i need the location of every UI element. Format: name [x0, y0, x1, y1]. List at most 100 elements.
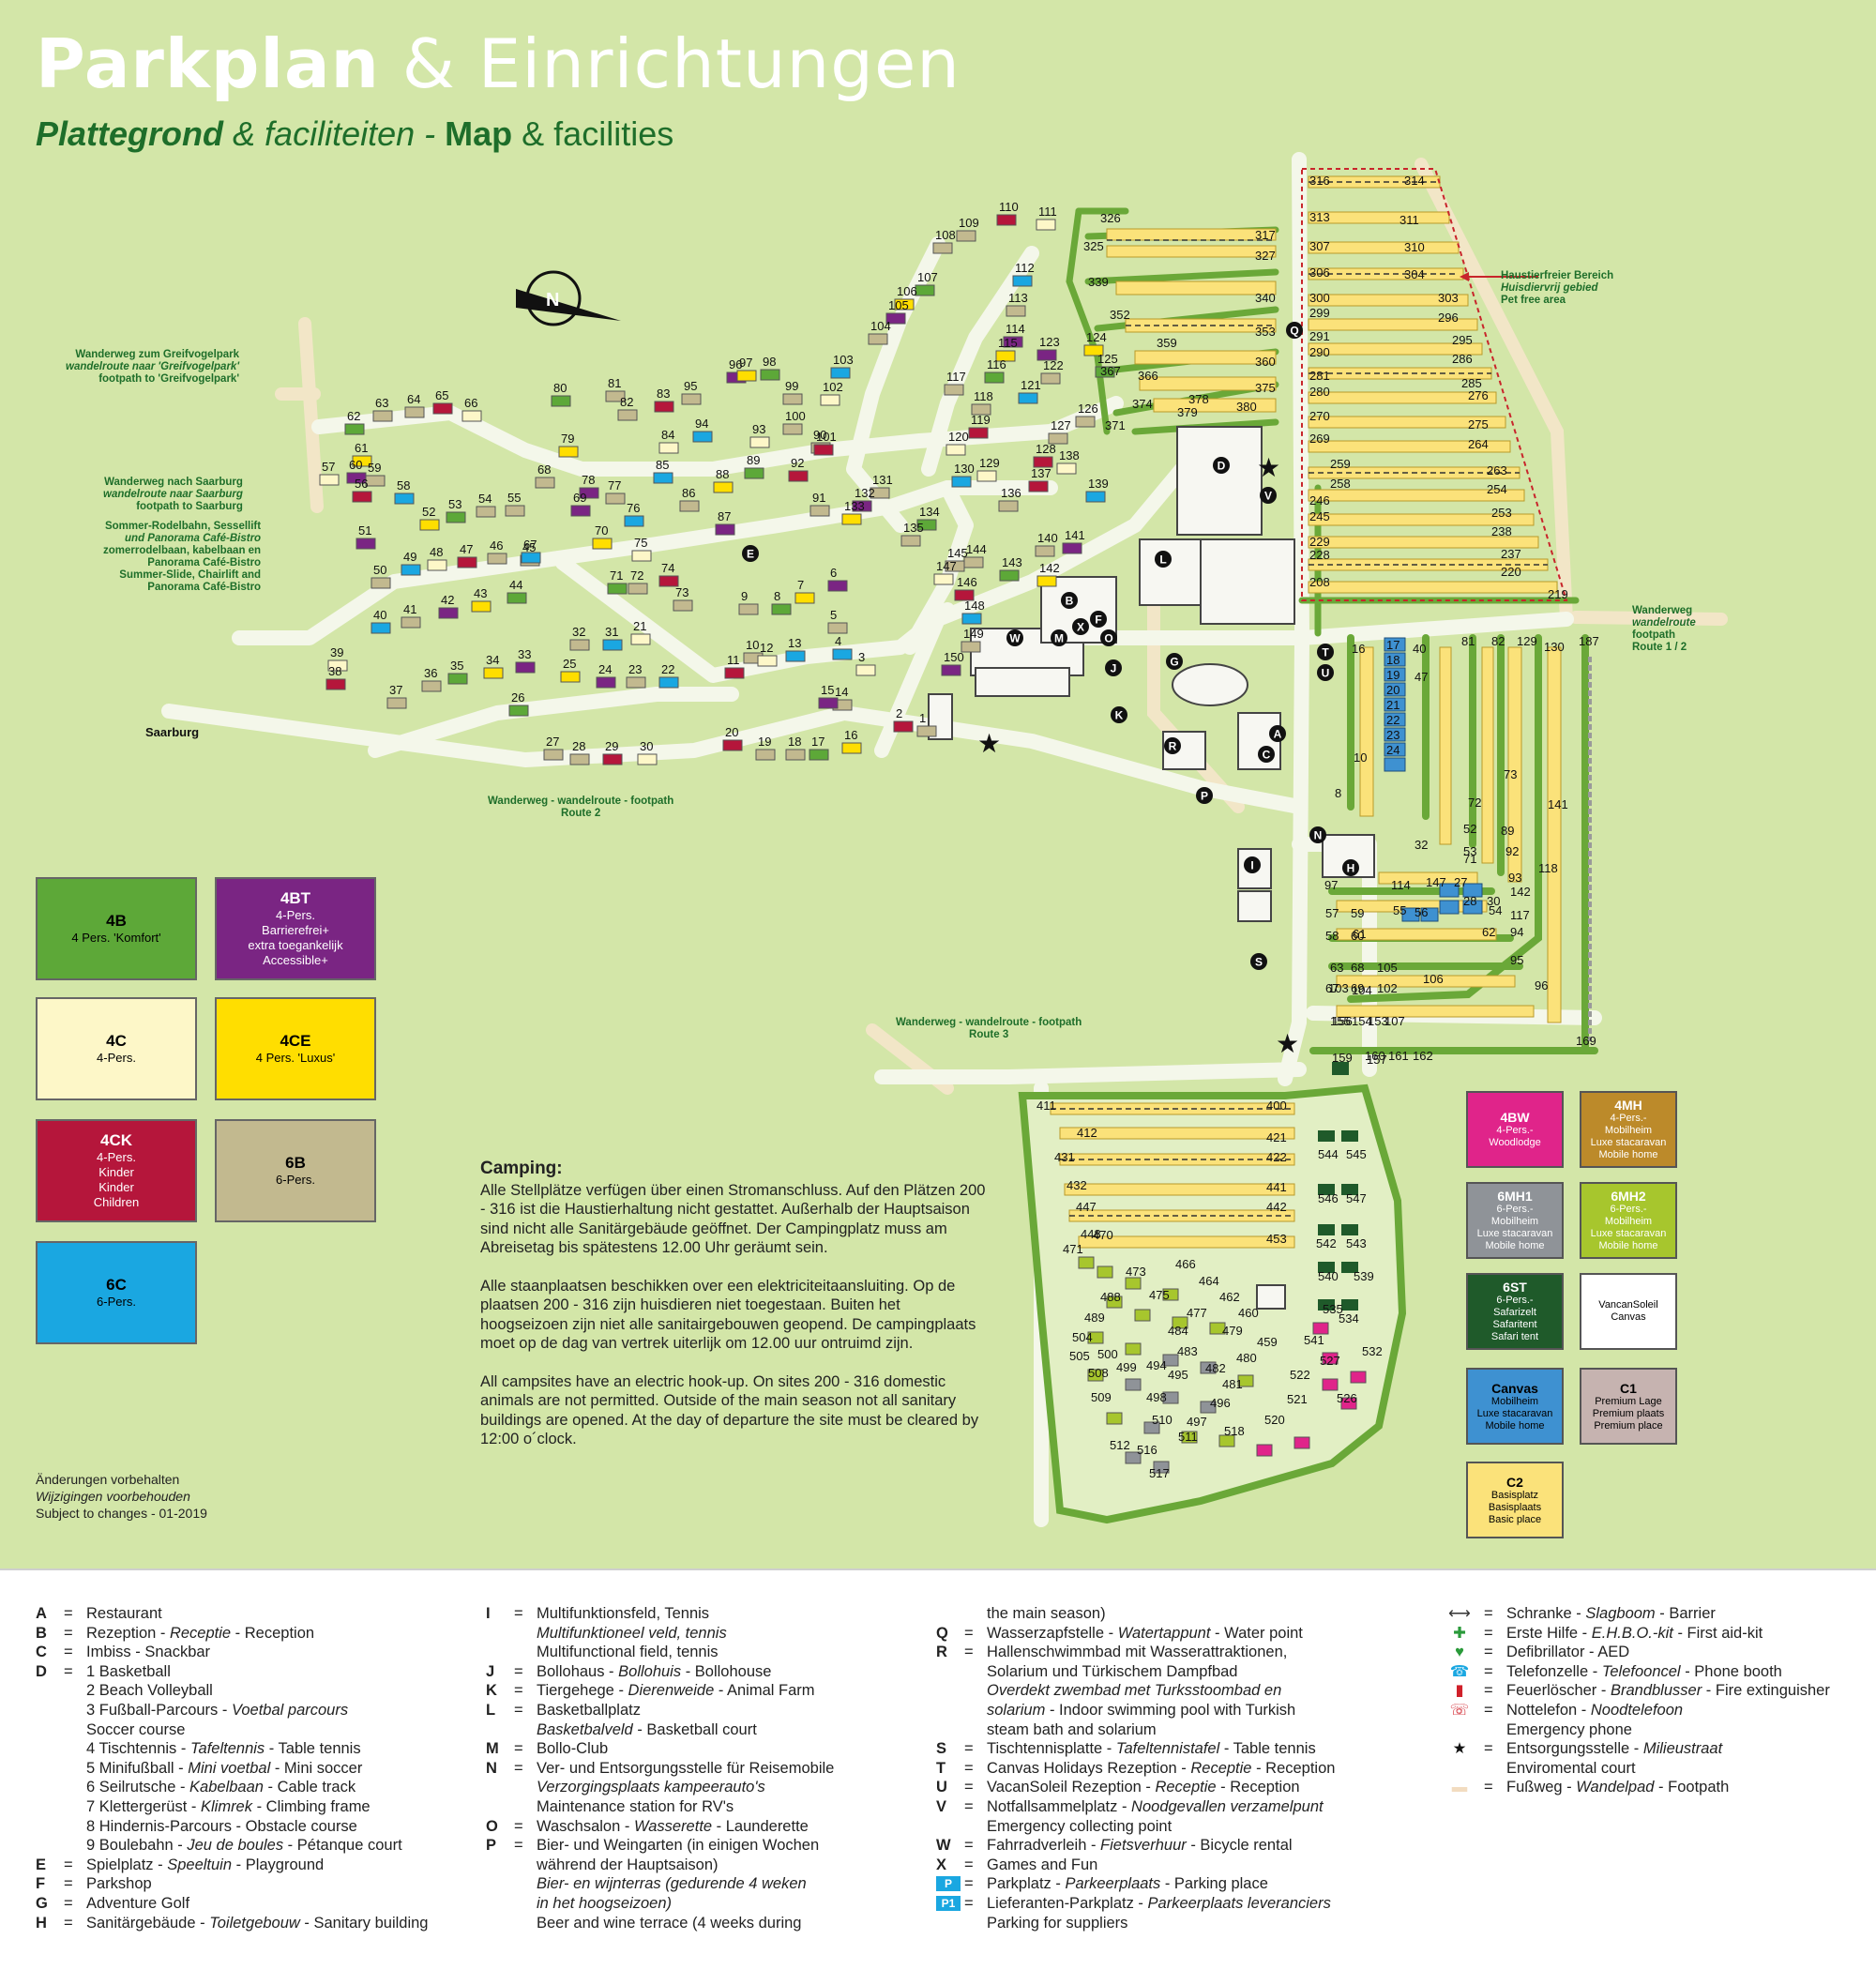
key-equals: =	[64, 1662, 73, 1680]
pitch-number: 245	[1309, 509, 1330, 523]
bungalow-house	[658, 676, 679, 689]
key-row: 4 Tischtennis - Tafeltennis - Table tenn…	[36, 1739, 429, 1759]
key-row: A=Restaurant	[36, 1604, 429, 1624]
key-row: ♥=Defibrillator - AED	[1435, 1643, 1830, 1662]
key-text: Spielplatz - Speeltuin - Playground	[86, 1856, 325, 1873]
key-text: Tischtennisplatte - Tafeltennistafel - T…	[987, 1740, 1316, 1758]
key-letter: C	[36, 1644, 47, 1661]
bungalow-number: 148	[964, 599, 985, 613]
key-letter	[36, 1778, 64, 1797]
key-letter	[36, 1681, 64, 1701]
bungalow-house	[658, 442, 679, 454]
key-equals: =	[64, 1624, 73, 1642]
bungalow-number: 32	[572, 625, 585, 639]
bungalow-number: 12	[760, 641, 773, 655]
pitch-number: 258	[1330, 477, 1351, 491]
bungalow-house	[569, 639, 590, 651]
camping-text-de: Alle Stellplätze verfügen über einen Str…	[480, 1181, 986, 1257]
pitch-number: 276	[1468, 388, 1489, 402]
bungalow-number: 149	[963, 627, 984, 641]
bungalow-house	[1036, 349, 1057, 361]
key-equals: =	[964, 1740, 974, 1758]
pitch-number: 53	[1463, 844, 1476, 858]
bungalow-number: 18	[788, 735, 801, 749]
key-row: Enviromental court	[1435, 1759, 1830, 1779]
key-equals: =	[1484, 1644, 1493, 1661]
bungalow-number: 100	[785, 409, 806, 423]
key-equals	[514, 1624, 537, 1644]
bungalow-house	[996, 214, 1017, 226]
pitch-number: 59	[1351, 906, 1364, 920]
bungalow-number: 150	[944, 650, 964, 664]
bungalow-house	[915, 284, 935, 296]
svg-text:D: D	[1218, 460, 1226, 473]
key-row: L=Basketballplatz	[486, 1701, 834, 1720]
key-text: Ver- und Entsorgungsstelle für Reisemobi…	[537, 1759, 835, 1777]
pitch-number: 159	[1332, 1051, 1353, 1065]
pitch-number: 228	[1309, 548, 1330, 562]
bungalow-number: 137	[1031, 466, 1051, 480]
key-text: Bollohaus - Bollohuis - Bollohouse	[537, 1662, 772, 1680]
bungalow-number: 59	[368, 461, 381, 475]
key-letter	[36, 1759, 64, 1779]
path-label-line: Route 3	[969, 1029, 1009, 1040]
bungalow-number: 108	[935, 228, 956, 242]
bungalow-number: 61	[355, 441, 368, 455]
bungalow-number: 92	[791, 456, 804, 470]
bungalow-house	[637, 753, 658, 765]
key-text: Soccer course	[86, 1720, 186, 1738]
bungalow-house	[344, 423, 365, 435]
bungalow-number: 136	[1001, 486, 1021, 500]
key-equals: =	[64, 1856, 73, 1873]
bungalow-house	[1036, 219, 1056, 231]
key-equals	[964, 1604, 987, 1624]
bungalow-house	[1048, 432, 1068, 445]
bungalow-house	[386, 697, 407, 709]
changes-en: Subject to changes - 01-2019	[36, 1506, 207, 1521]
pitch-number: 22	[1386, 713, 1399, 727]
key-row: P1=Lieferanten-Parkplatz - Parkeerplaats…	[936, 1894, 1335, 1914]
bungalow-house	[724, 667, 745, 679]
key-equals	[514, 1778, 537, 1797]
bungalow-number: 141	[1065, 528, 1085, 542]
bungalow-number: 42	[441, 593, 454, 607]
site-legend-code: C2	[1506, 1474, 1523, 1490]
pitch-number: 532	[1362, 1344, 1383, 1358]
bungalow-number: 48	[430, 545, 443, 559]
key-equals: =	[964, 1624, 974, 1642]
bungalow-number: 54	[478, 492, 492, 506]
bungalow-house	[1085, 491, 1106, 503]
pitch-number: 18	[1386, 653, 1399, 667]
pitch-number: 55	[1393, 903, 1406, 917]
bungalow-number: 37	[389, 683, 402, 697]
key-equals	[1484, 1720, 1506, 1740]
bungalow-house	[894, 298, 915, 311]
path-label-line: zomerrodelbaan, kabelbaan en	[103, 545, 262, 556]
pitch-number: 95	[1510, 953, 1523, 967]
bungalow-house	[602, 753, 623, 765]
key-row: K=Tiergehege - Dierenweide - Animal Farm	[486, 1681, 834, 1701]
path-label-line: Route 1 / 2	[1632, 642, 1687, 653]
pitch-number: 541	[1304, 1333, 1324, 1347]
bungalow-house	[968, 427, 989, 439]
key-text: 5 Minifußball - Mini voetbal - Mini socc…	[86, 1759, 363, 1777]
bungalow-number: 126	[1078, 402, 1098, 416]
pitch-number: 311	[1399, 213, 1419, 227]
bungalow-number: 22	[661, 662, 674, 676]
pitch-number: 157	[1367, 1053, 1387, 1067]
bungalow-house	[951, 476, 972, 488]
key-letter	[936, 1662, 964, 1682]
pitch-number: 47	[1415, 670, 1428, 684]
bungalow-number: 6	[830, 566, 837, 580]
bungalow-house	[885, 312, 906, 325]
bungalow-house	[325, 678, 346, 690]
bungalow-house	[841, 513, 862, 525]
key-row: ✚=Erste Hilfe - E.H.B.O.-kit - First aid…	[1435, 1624, 1830, 1644]
key-letter	[36, 1817, 64, 1837]
key-row: Bier- en wijnterras (gedurende 4 weken	[486, 1874, 834, 1894]
pitch-number: 473	[1126, 1265, 1146, 1279]
key-letter	[486, 1874, 514, 1894]
